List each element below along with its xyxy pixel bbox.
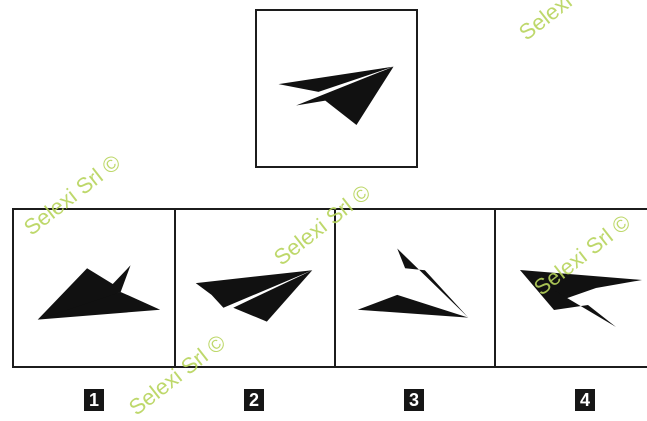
- option-2-figure[interactable]: [176, 210, 336, 366]
- reference-figure-box: [255, 9, 418, 168]
- option-3-figure[interactable]: [336, 210, 496, 366]
- option-1-figure[interactable]: [14, 210, 176, 366]
- option-3-label: 3: [404, 389, 424, 411]
- option-1-label: 1: [84, 389, 104, 411]
- watermark-text: Selexi Srl ©: [514, 0, 621, 46]
- paper-plane-icon: [496, 210, 647, 366]
- paper-plane-icon: [336, 210, 494, 366]
- paper-plane-icon: [257, 11, 416, 166]
- paper-plane-icon: [176, 210, 334, 366]
- paper-plane-icon: [14, 210, 174, 366]
- options-row: [12, 208, 647, 368]
- option-4-label: 4: [575, 389, 595, 411]
- option-2-label: 2: [244, 389, 264, 411]
- option-4-figure[interactable]: [496, 210, 647, 366]
